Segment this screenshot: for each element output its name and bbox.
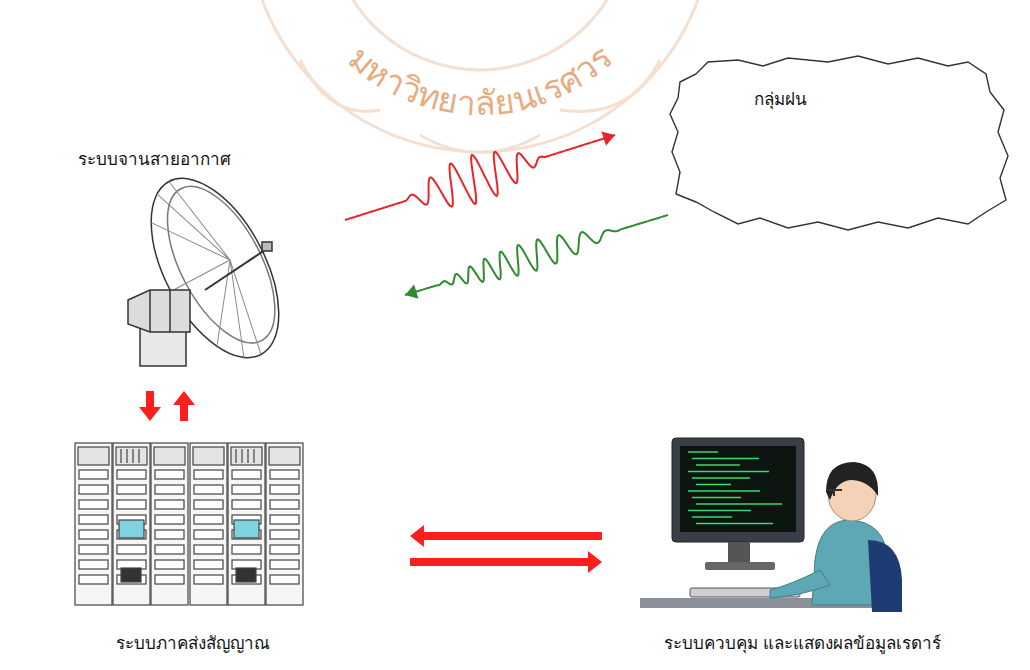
watermark-seal [248,0,712,153]
antenna-node: ระบบจานสายอากาศ [70,148,310,373]
watermark-text: มหาวิทยาลัยนเรศวร [340,37,619,123]
operator-computer [640,438,902,612]
control-node: ระบบควบคุม และแสดงผลข้อมูลเรดาร์ [580,435,1025,660]
antenna-dish [125,158,305,378]
cloud-outline [668,52,1013,234]
transmitter-node: ระบบภาคส่งสัญญาณ [60,435,325,660]
node-label: ระบบจานสายอากาศ [78,148,231,170]
node-label: ระบบภาคส่งสัญญาณ [116,632,270,654]
signal-wave [405,215,668,299]
node-label: กลุ่มฝน [754,88,807,110]
transmitter-racks [75,443,303,605]
signal-wave [345,131,615,220]
flow-arrow [410,525,602,573]
node-label: ระบบควบคุม และแสดงผลข้อมูลเรดาร์ [664,632,941,654]
rain-cloud: กลุ่มฝน [668,52,1013,234]
flow-arrow [139,391,195,421]
